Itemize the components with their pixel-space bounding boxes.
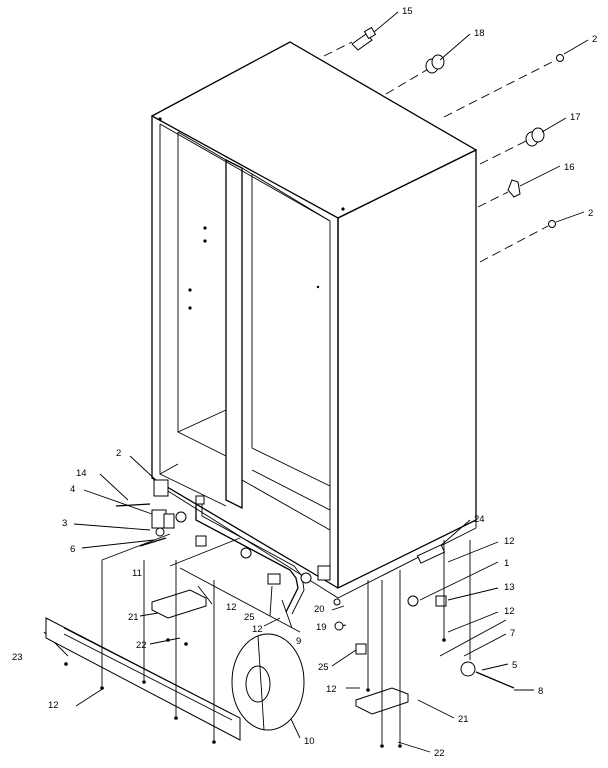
callout-8: 8 — [538, 686, 543, 697]
water-tube-part-9 — [195, 495, 305, 615]
callout-3: 3 — [62, 518, 67, 529]
callout-12-r1: 12 — [504, 536, 515, 547]
callout-10: 10 — [304, 736, 315, 747]
callout-12-tube: 12 — [252, 624, 263, 635]
callout-19: 19 — [316, 622, 327, 633]
bracket-part-16 — [507, 179, 521, 198]
callout-2-top: 2 — [592, 34, 597, 45]
callout-2-left: 2 — [116, 448, 121, 459]
drain-pan-part-10 — [231, 633, 305, 731]
callout-12-mid: 12 — [226, 602, 237, 613]
rear-hardware — [323, 26, 564, 263]
fastener-dots — [64, 638, 446, 748]
base-grille-part-23 — [45, 617, 241, 741]
callout-21-left: 21 — [128, 612, 139, 623]
callout-16: 16 — [564, 162, 575, 173]
callout-1: 1 — [504, 558, 509, 569]
callout-18: 18 — [474, 28, 485, 39]
alignment-lines — [101, 533, 507, 744]
callout-17: 17 — [570, 112, 581, 123]
fitting-part-15 — [351, 26, 377, 51]
callout-4: 4 — [70, 484, 75, 495]
callout-12-r2: 12 — [504, 606, 515, 617]
small-parts — [195, 535, 515, 689]
callout-23: 23 — [12, 652, 23, 663]
callout-12-low: 12 — [326, 684, 337, 695]
plug-part-18 — [425, 54, 445, 74]
callout-24: 24 — [474, 514, 485, 525]
callout-15: 15 — [402, 6, 413, 17]
callout-labels: 15 18 2 17 16 2 2 14 4 3 6 11 24 12 1 13… — [12, 6, 597, 759]
nut-part-2-lower — [548, 220, 556, 228]
callout-13: 13 — [504, 582, 515, 593]
callout-22-left: 22 — [136, 640, 147, 651]
callout-21-right: 21 — [458, 714, 469, 725]
callout-22-right: 22 — [434, 748, 445, 759]
callout-20: 20 — [314, 604, 325, 615]
plug-part-17 — [525, 127, 545, 147]
callout-12-grille: 12 — [48, 700, 59, 711]
callout-5: 5 — [512, 660, 517, 671]
callout-25-mid: 25 — [244, 612, 255, 623]
callout-14: 14 — [76, 468, 87, 479]
leveling-leg-part-21-left — [151, 589, 207, 619]
leader-lines — [43, 11, 589, 753]
callout-7: 7 — [510, 628, 515, 639]
callout-11: 11 — [132, 568, 142, 579]
callout-9: 9 — [296, 636, 301, 647]
nut-part-2-upper — [556, 54, 564, 62]
cabinet-shell — [150, 41, 478, 599]
callout-6: 6 — [70, 544, 75, 555]
callout-2-mid: 2 — [588, 208, 593, 219]
hinge-assembly-left — [115, 479, 187, 547]
callout-25-right: 25 — [318, 662, 329, 673]
